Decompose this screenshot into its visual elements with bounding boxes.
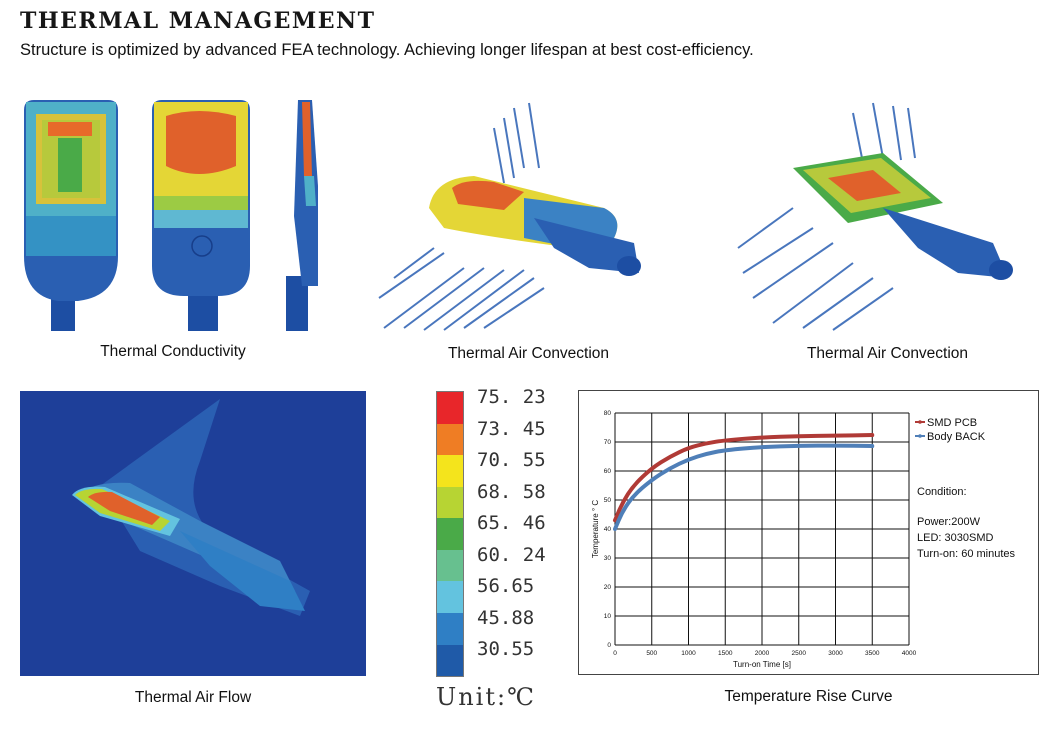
x-tick-label: 2500 [792,650,807,657]
x-tick-label: 1500 [718,650,733,657]
scale-value-label: 68. 58 [477,480,546,503]
y-tick-label: 0 [607,642,611,649]
scale-swatch [437,455,463,487]
lamp-side-view [286,100,318,331]
y-tick-label: 40 [604,526,612,533]
x-tick-label: 2000 [755,650,770,657]
scale-value-label: 56.65 [477,575,535,598]
condition-line: Turn-on: 60 minutes [917,548,1016,560]
scale-value-label: 45.88 [477,606,535,629]
scale-swatch [437,644,463,677]
caption-thermal-air-convection-2: Thermal Air Convection [806,345,969,362]
x-tick-label: 4000 [902,650,917,657]
condition-line: LED: 3030SMD [917,532,993,544]
scale-swatch [437,486,463,519]
scale-value-label: 60. 24 [477,543,546,566]
unit-label: Unit:℃ [436,683,536,711]
page-subtitle: Structure is optimized by advanced FEA t… [20,41,754,59]
caption-temperature-rise-curve: Temperature Rise Curve [724,688,893,705]
lamp-back-view [152,100,250,331]
x-tick-label: 3000 [828,650,843,657]
condition-heading: Condition: [917,486,967,498]
scale-swatch [437,581,463,613]
scale-value-label: 65. 46 [477,512,546,535]
thermal-conductivity-image [24,100,318,331]
series-line-0 [613,433,875,523]
y-tick-label: 50 [604,497,612,504]
scale-value-label: 30.55 [477,638,535,661]
scale-value-label: 73. 45 [477,417,546,440]
page-title: THERMAL MANAGEMENT [20,8,376,34]
temperature-color-scale [436,391,464,677]
caption-thermal-conductivity: Thermal Conductivity [100,343,246,360]
thermal-air-flow-image [20,391,366,676]
lamp-front-view [24,100,118,331]
series-line-1 [613,443,875,531]
scale-swatch [437,518,463,550]
caption-thermal-air-convection-1: Thermal Air Convection [447,345,610,362]
temperature-rise-chart: 0 500 1000 1500 2000 2500 3000 3500 4000 0 10 20 30 4… [591,410,1016,669]
x-tick-label: 1000 [681,650,696,657]
scale-swatch [437,612,463,645]
x-tick-label: 500 [646,650,657,657]
y-tick-label: 10 [604,613,612,620]
y-tick-label: 70 [604,439,612,446]
legend-label: SMD PCB [927,417,977,429]
y-axis-label: Temperature ° C [591,500,600,559]
legend-label: Body BACK [927,431,986,443]
legend-marker [918,434,922,438]
x-tick-label: 3500 [865,650,880,657]
scale-swatch [437,392,463,424]
scale-value-label: 75. 23 [477,386,546,408]
x-axis-label: Turn-on Time [s] [733,660,791,669]
y-tick-label: 60 [604,468,612,475]
thermal-air-convection-image-1 [374,98,683,332]
scale-swatch [437,423,463,456]
y-tick-label: 80 [604,410,612,417]
condition-line: Power:200W [917,516,981,528]
y-tick-label: 20 [604,584,612,591]
x-tick-label: 0 [613,650,617,657]
y-tick-label: 30 [604,555,612,562]
caption-thermal-air-flow: Thermal Air Flow [134,689,252,706]
legend-marker [918,420,922,424]
temperature-rise-chart-frame: 0 500 1000 1500 2000 2500 3000 3500 4000 0 10 20 30 4… [578,390,1039,675]
thermal-air-convection-image-2 [733,98,1042,332]
scale-swatch [437,549,463,582]
scale-value-label: 70. 55 [477,449,546,472]
